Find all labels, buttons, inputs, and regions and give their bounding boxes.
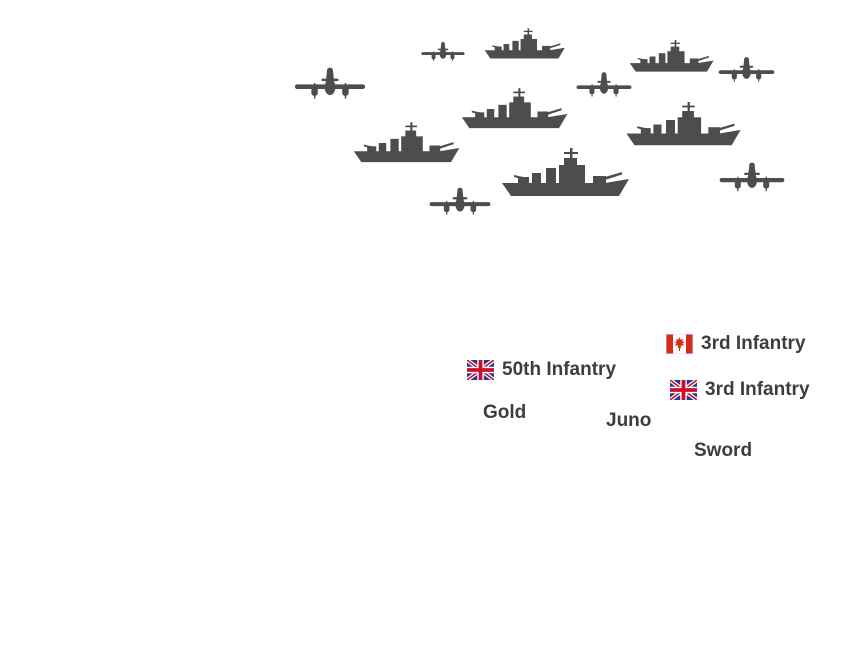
unit-3rd-infantry-canada: 3rd Infantry bbox=[666, 333, 806, 355]
beach-label-sword: Sword bbox=[694, 440, 753, 461]
beach-label-juno: Juno bbox=[606, 410, 652, 431]
beach-label-gold: Gold bbox=[483, 402, 527, 423]
unit-3rd-infantry-uk: 3rd Infantry bbox=[670, 379, 810, 401]
warship-icon bbox=[484, 28, 566, 60]
bomber-icon bbox=[421, 40, 465, 67]
unit-label: 3rd Infantry bbox=[705, 379, 810, 400]
unit-label: 3rd Infantry bbox=[701, 333, 806, 354]
warship-icon bbox=[353, 122, 461, 164]
bomber-icon bbox=[294, 65, 366, 108]
warship-icon bbox=[625, 102, 743, 147]
uk-flag-icon bbox=[467, 360, 494, 380]
warship-icon bbox=[501, 148, 631, 198]
bomber-icon bbox=[576, 70, 632, 104]
uk-flag-icon bbox=[670, 380, 697, 400]
unit-label: 50th Infantry bbox=[502, 359, 617, 380]
unit-50th-infantry: 50th Infantry bbox=[467, 359, 617, 381]
bomber-icon bbox=[718, 55, 775, 89]
canada-flag-icon bbox=[666, 334, 693, 354]
bomber-icon bbox=[719, 160, 785, 200]
warship-icon bbox=[461, 88, 569, 130]
warship-icon bbox=[629, 40, 715, 73]
bomber-icon bbox=[429, 185, 491, 223]
